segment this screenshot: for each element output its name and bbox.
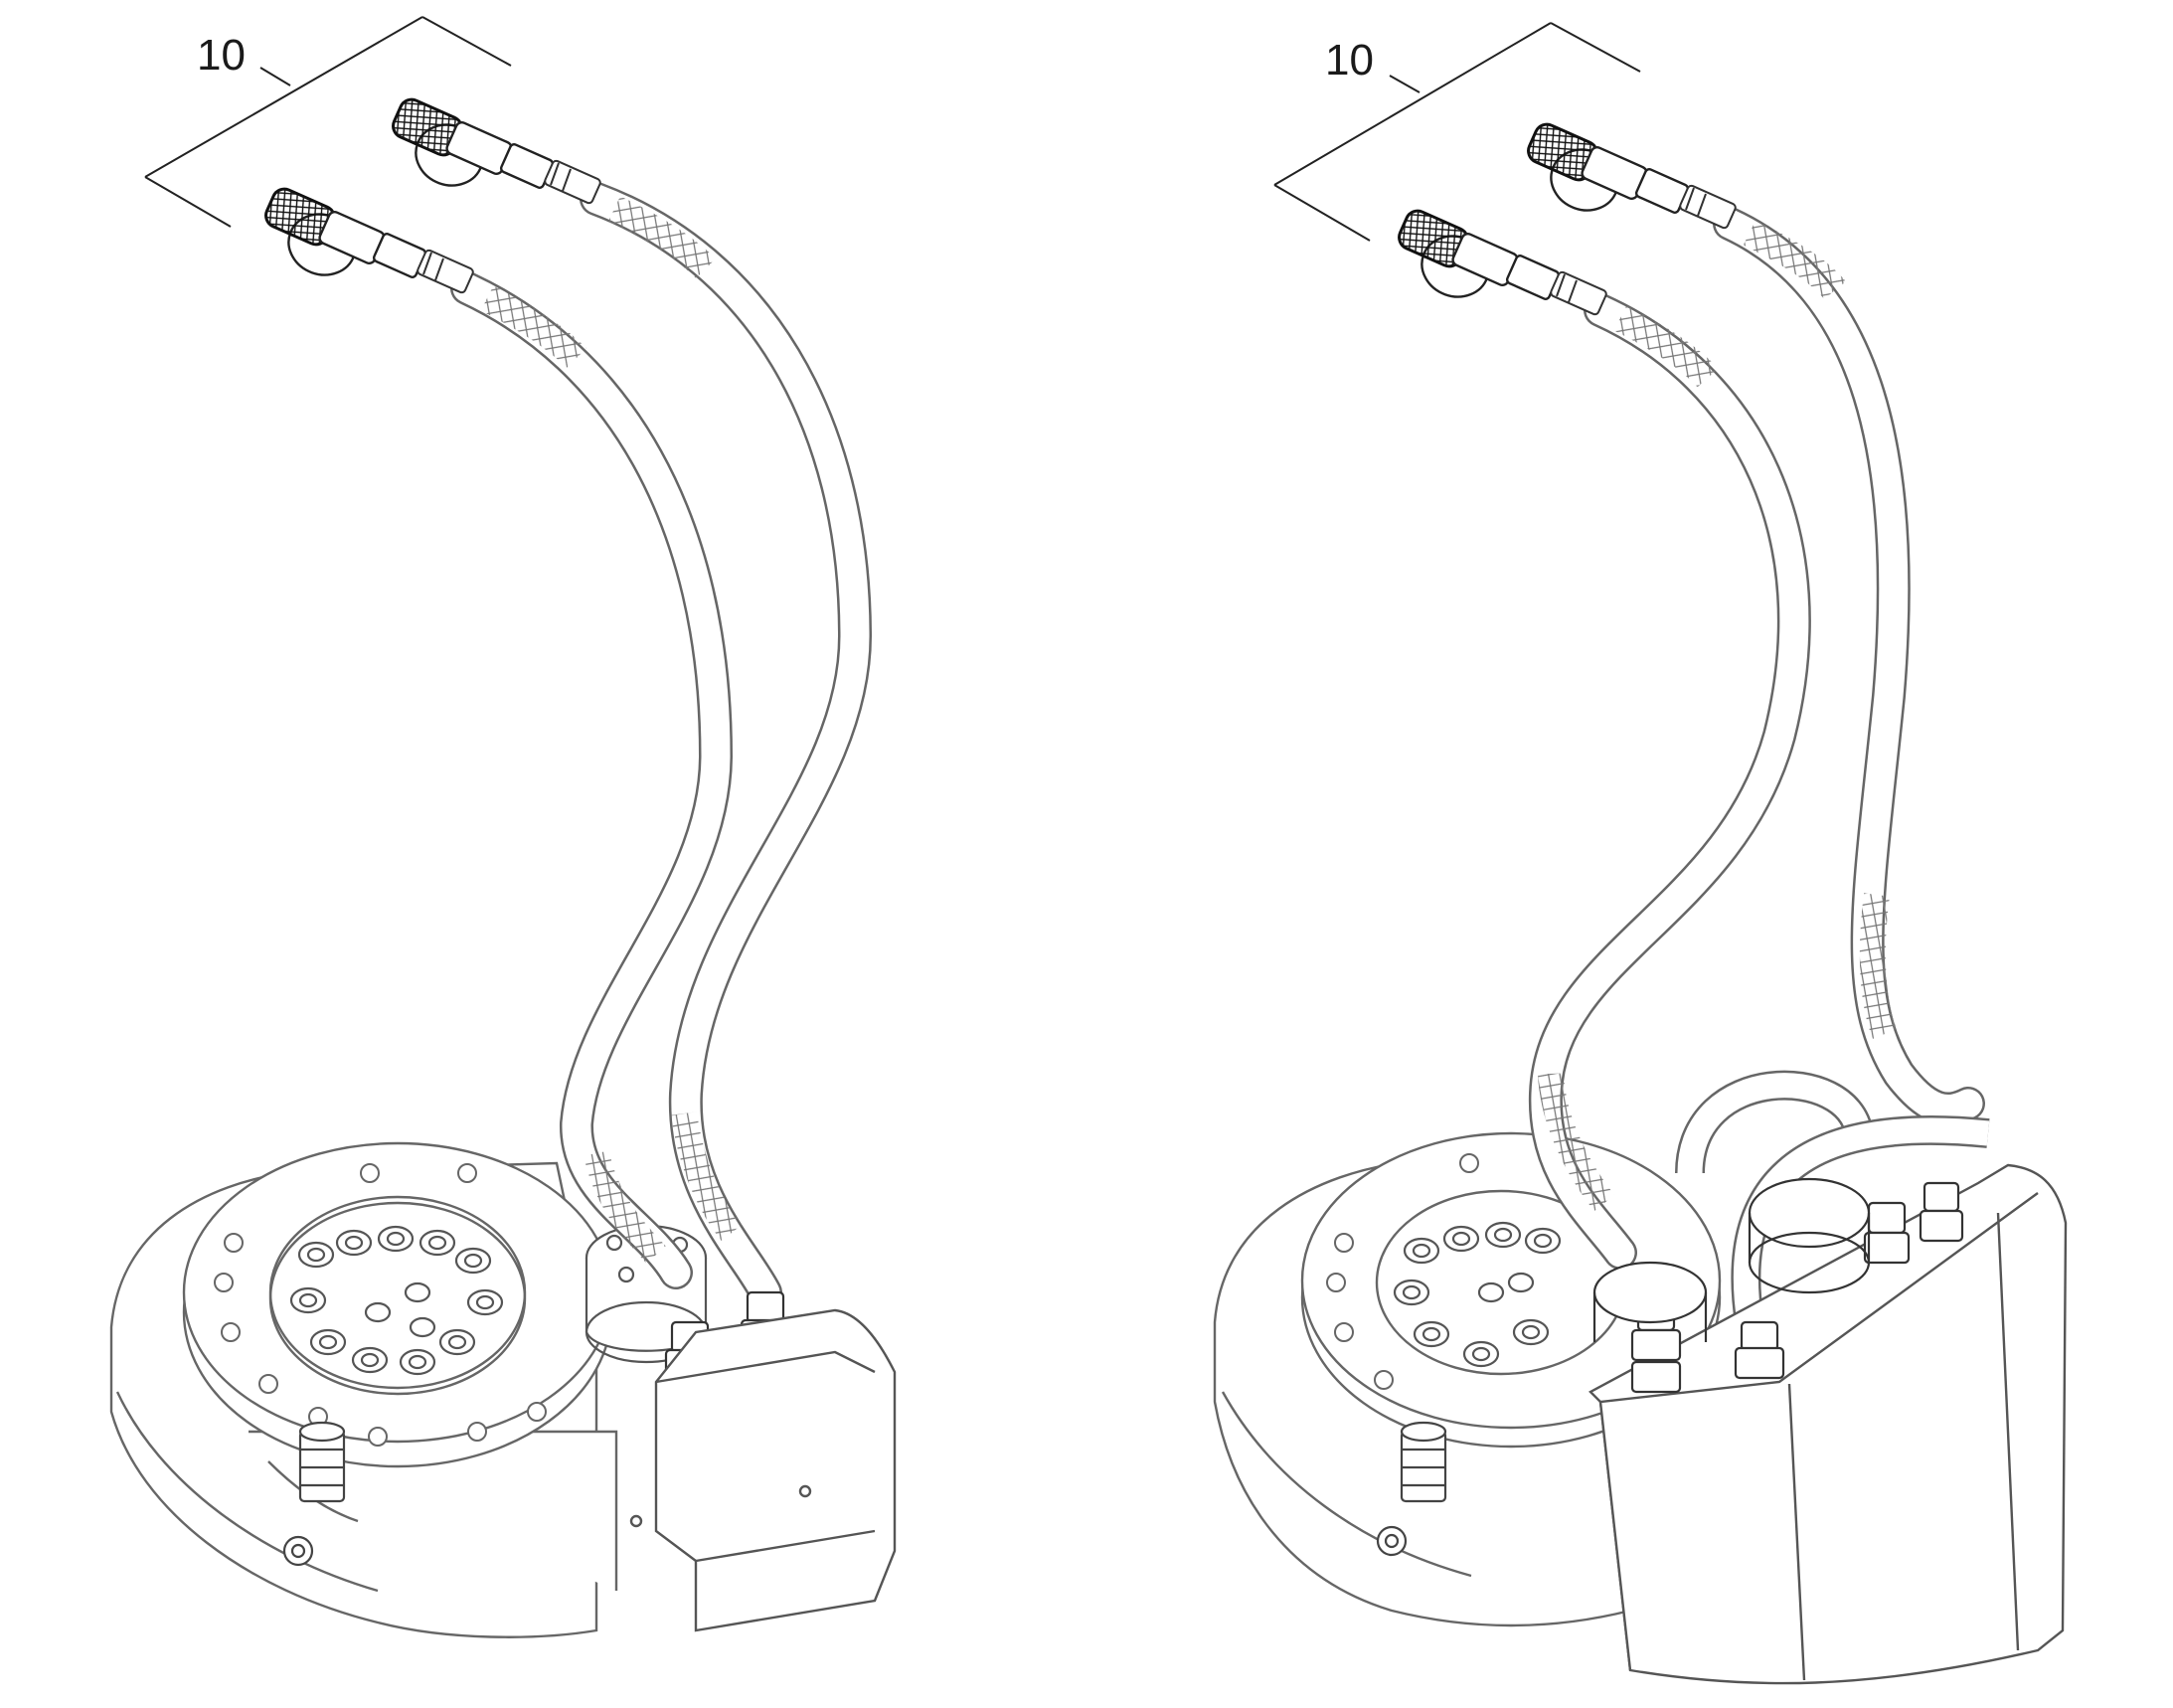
callout-number-left: 10 bbox=[197, 31, 246, 80]
ring-holes-left bbox=[214, 1163, 547, 1447]
quick-coupler-right-a bbox=[1394, 205, 1609, 317]
quick-coupler-left-b bbox=[388, 93, 603, 206]
side-fitting-left bbox=[282, 1421, 346, 1567]
view-open bbox=[109, 16, 897, 1638]
callout-bracket-right bbox=[1273, 22, 1641, 242]
mounting-bracket-left bbox=[629, 1308, 897, 1632]
turntable-ring-left bbox=[182, 1141, 613, 1468]
bolt-circle-right bbox=[1393, 1221, 1562, 1368]
callout-number-right: 10 bbox=[1325, 36, 1374, 85]
quick-coupler-left-a bbox=[260, 183, 476, 295]
callout-bracket-left bbox=[144, 16, 512, 228]
hose-assembly-right bbox=[1528, 207, 1990, 1325]
quick-coupler-right-b bbox=[1523, 118, 1739, 231]
bolt-circle-left bbox=[289, 1225, 504, 1376]
cover-housing-right bbox=[1588, 1163, 2068, 1685]
view-covered bbox=[1213, 22, 2068, 1685]
side-fitting-right bbox=[1376, 1421, 1447, 1557]
cover-fittings-right bbox=[1592, 1177, 1964, 1394]
